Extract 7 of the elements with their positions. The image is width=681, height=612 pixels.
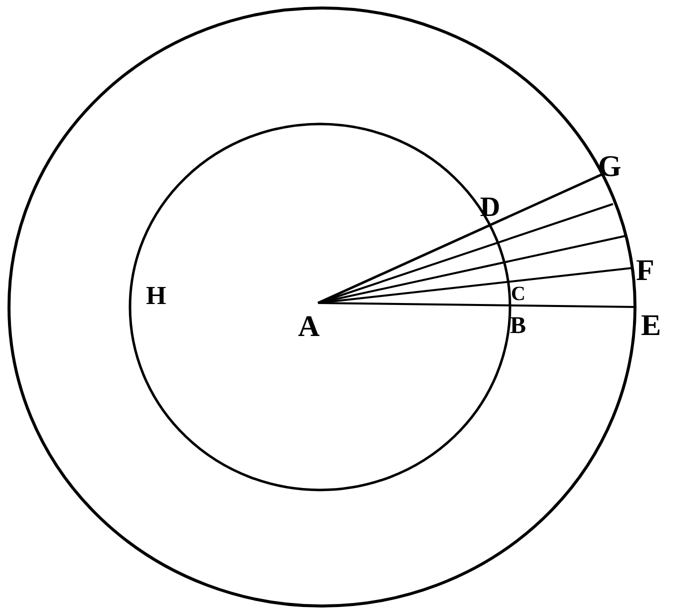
point-label: D [480,194,500,222]
point-label: A [298,312,320,342]
point-label: F [636,256,654,286]
point-label: E [641,311,662,341]
point-label: C [511,284,526,304]
point-label: B [510,314,526,338]
point-label: H [146,283,166,309]
